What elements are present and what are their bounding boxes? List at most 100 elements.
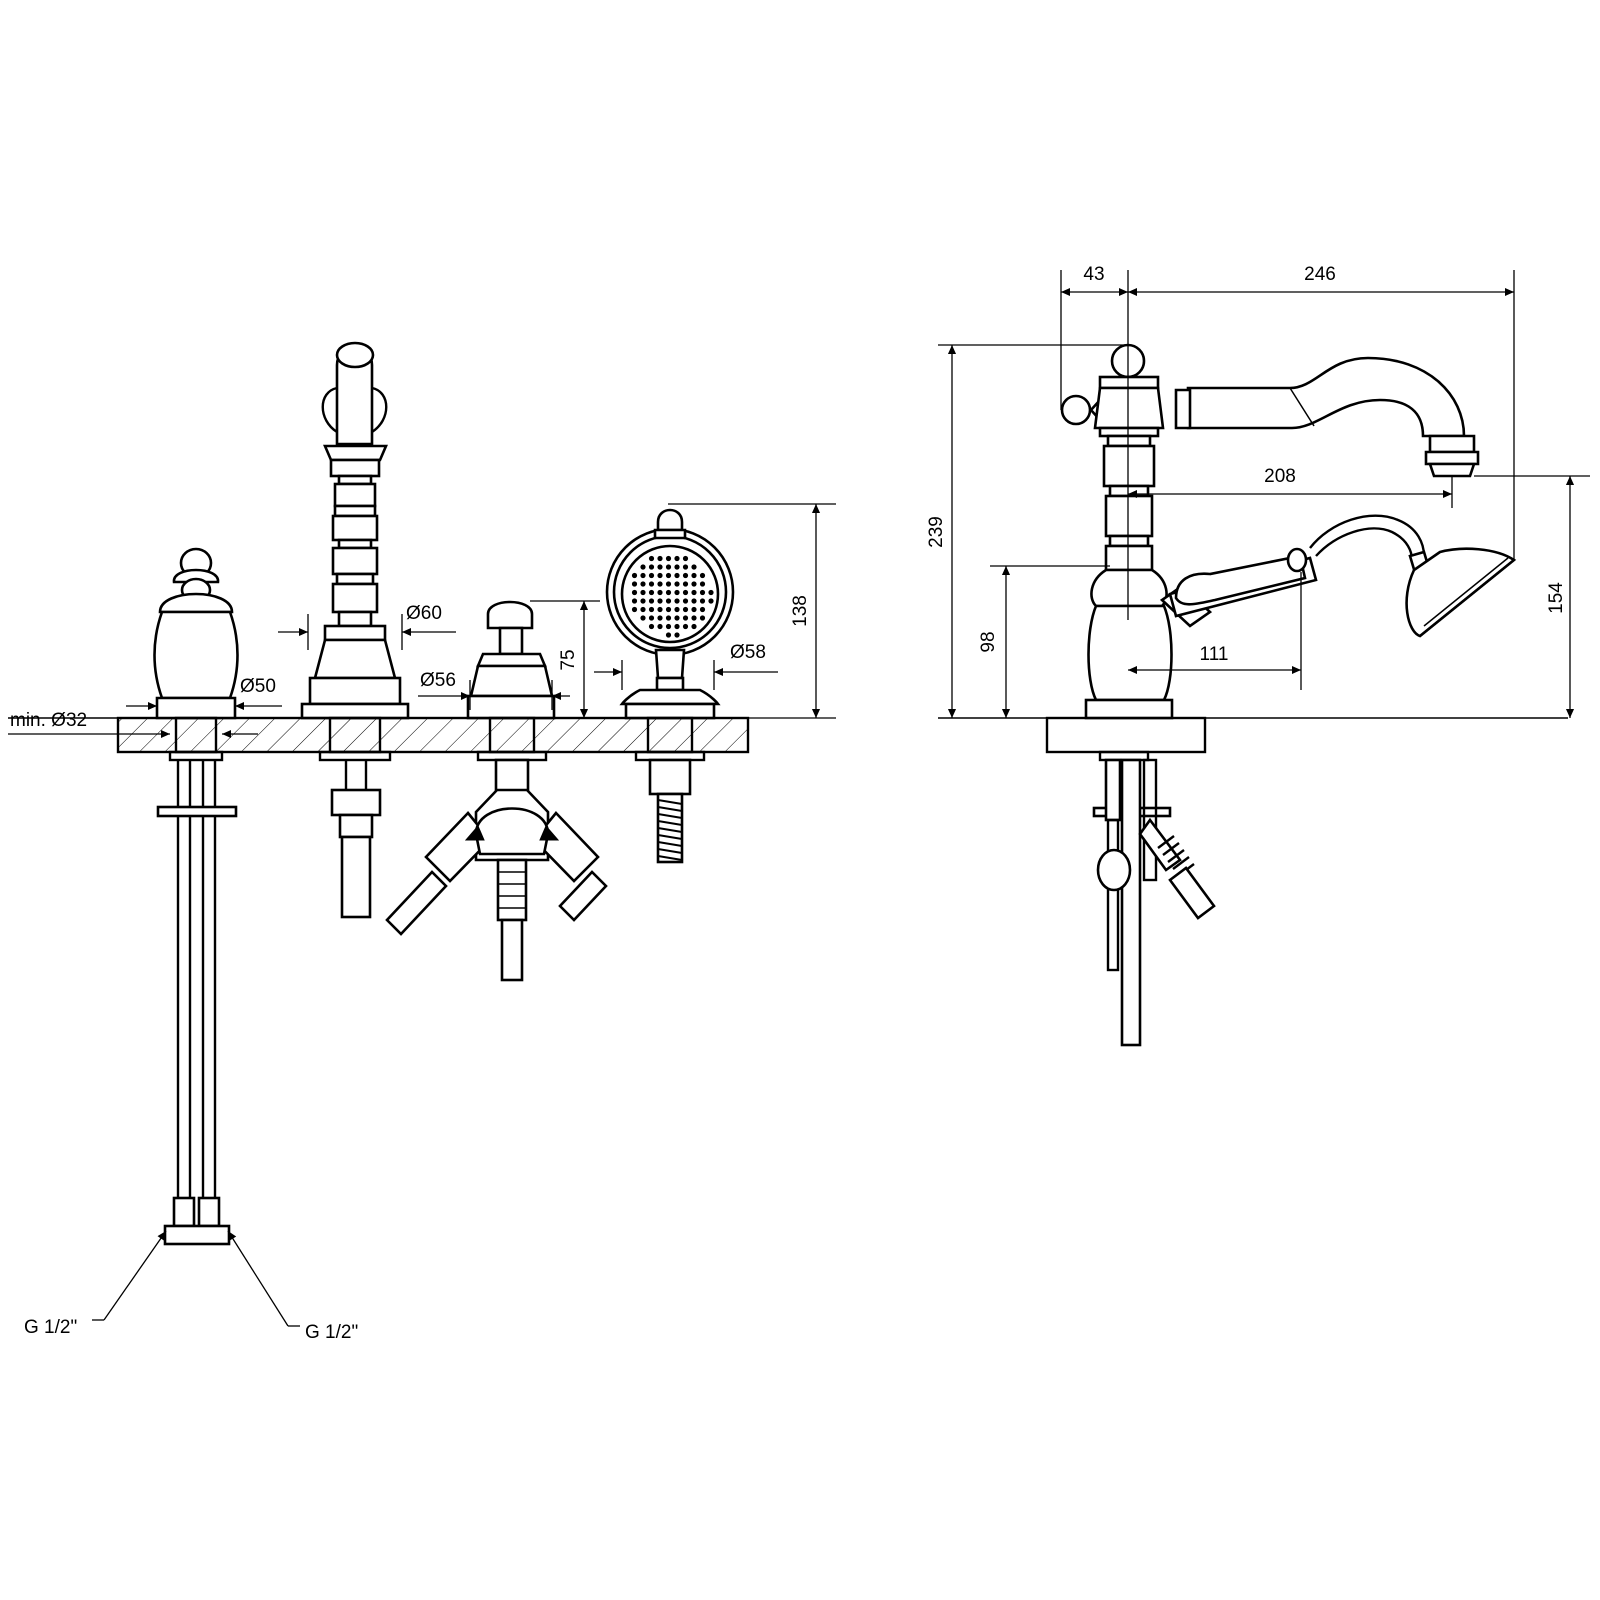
dim-diameter-56: Ø56 — [420, 670, 456, 691]
nozzle-dot — [631, 606, 638, 613]
nozzle-dot — [691, 572, 697, 579]
nozzle-dot — [640, 589, 646, 596]
nozzle-dot — [699, 572, 706, 579]
nozzle-dot — [657, 581, 663, 587]
hose-coil-ring — [657, 834, 683, 840]
nozzle-dot — [665, 623, 672, 630]
nozzle-dot — [708, 589, 714, 596]
shower-nozzles — [631, 555, 714, 638]
nozzle-dot — [640, 606, 646, 613]
hose-coil-ring — [657, 827, 683, 833]
nozzle-dot — [691, 615, 697, 621]
nozzle-dot — [691, 581, 697, 587]
nozzle-dot — [682, 564, 689, 570]
hose-coil-ring — [657, 799, 683, 805]
nozzle-dot — [691, 606, 697, 613]
nozzle-dot — [682, 606, 689, 613]
nozzle-dot — [648, 615, 655, 621]
nozzle-dot — [657, 615, 663, 621]
diverter — [385, 600, 608, 982]
nozzle-dot — [648, 606, 655, 613]
hand-shower — [605, 508, 735, 864]
connection-label-right: G 1/2" — [305, 1322, 358, 1343]
nozzle-dot — [691, 623, 697, 630]
nozzle-dot — [674, 632, 680, 638]
nozzle-dot — [665, 589, 672, 596]
nozzle-dot — [640, 615, 646, 621]
side-hose-coil-ring — [1167, 849, 1185, 863]
nozzle-dot — [674, 598, 680, 604]
nozzle-dot — [648, 581, 655, 587]
nozzle-dot — [648, 555, 655, 562]
nozzle-dot — [640, 581, 646, 587]
nozzle-dot — [631, 598, 638, 604]
nozzle-dot — [682, 598, 689, 604]
nozzle-dot — [691, 598, 697, 604]
nozzle-dot — [657, 555, 663, 562]
dim-width-43: 43 — [1083, 264, 1104, 285]
side-body — [1060, 343, 1174, 720]
nozzle-dot — [674, 623, 680, 630]
hose-coil-ring — [657, 848, 683, 854]
nozzle-dot — [657, 623, 663, 630]
side-hand-shower — [1159, 514, 1517, 638]
nozzle-dot — [640, 572, 646, 579]
side-hose-coil-ring — [1157, 835, 1175, 849]
nozzle-dot — [682, 623, 689, 630]
nozzle-dot — [665, 564, 672, 570]
hose-coil — [657, 799, 683, 861]
nozzle-dot — [674, 581, 680, 587]
nozzle-dot — [691, 564, 697, 570]
nozzle-dot — [665, 598, 672, 604]
nozzle-dot — [665, 581, 672, 587]
nozzle-dot — [682, 581, 689, 587]
hose-coil-ring — [657, 855, 683, 861]
nozzle-dot — [648, 598, 655, 604]
nozzle-dot — [674, 555, 680, 562]
nozzle-dot — [657, 572, 663, 579]
nozzle-dot — [708, 598, 714, 604]
nozzle-dot — [631, 589, 638, 596]
nozzle-dot — [648, 572, 655, 579]
dim-width-246: 246 — [1304, 264, 1336, 285]
dim-height-98: 98 — [978, 631, 999, 652]
nozzle-dot — [674, 572, 680, 579]
front-view: Ø60 Ø50 Ø56 Ø58 min. Ø32 75 138 G 1/2" G… — [8, 341, 836, 1343]
nozzle-dot — [682, 615, 689, 621]
nozzle-dot — [631, 572, 638, 579]
nozzle-dot — [699, 589, 706, 596]
nozzle-dot — [699, 606, 706, 613]
connection-label-left: G 1/2" — [24, 1317, 77, 1338]
nozzle-dot — [648, 623, 655, 630]
dim-diameter-60: Ø60 — [406, 603, 442, 624]
nozzle-dot — [674, 606, 680, 613]
side-spout — [1174, 356, 1480, 478]
nozzle-dot — [674, 589, 680, 596]
nozzle-dot — [699, 598, 706, 604]
nozzle-dot — [657, 589, 663, 596]
dim-diameter-50: Ø50 — [240, 676, 276, 697]
nozzle-dot — [640, 564, 646, 570]
dim-height-154: 154 — [1546, 582, 1567, 614]
hose-coil-ring — [657, 820, 683, 826]
side-dimensions — [938, 270, 1590, 718]
side-deck — [938, 716, 1568, 754]
nozzle-dot — [674, 615, 680, 621]
front-dimensions — [8, 503, 836, 1327]
side-view: 43 246 208 111 239 98 154 — [926, 264, 1590, 1047]
side-hose-coil-ring — [1162, 842, 1180, 856]
hose-coil-ring — [657, 813, 683, 819]
side-hose-coil-ring — [1172, 856, 1190, 870]
nozzle-dot — [665, 606, 672, 613]
deck-plate — [8, 716, 750, 754]
nozzle-dot — [657, 606, 663, 613]
nozzle-dot — [665, 572, 672, 579]
dim-width-111: 111 — [1200, 644, 1229, 665]
dim-width-208: 208 — [1264, 466, 1296, 487]
nozzle-dot — [674, 564, 680, 570]
nozzle-dot — [648, 589, 655, 596]
nozzle-dot — [682, 555, 689, 562]
hose-coil-ring — [657, 806, 683, 812]
nozzle-dot — [648, 564, 655, 570]
